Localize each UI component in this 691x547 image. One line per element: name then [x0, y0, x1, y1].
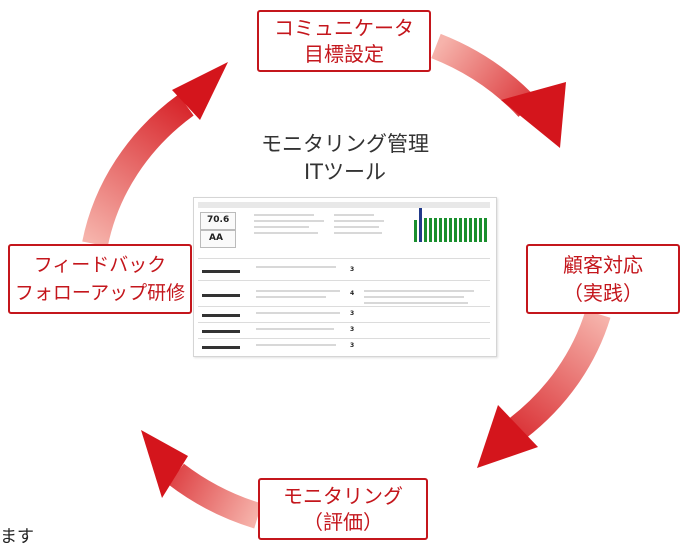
score-tile: 70.6 [200, 212, 236, 230]
row-label [202, 270, 240, 273]
arrow-left-top [82, 62, 228, 247]
mini-bar [419, 208, 422, 242]
row-label [202, 314, 240, 317]
stage-monitoring-line1: モニタリング [283, 484, 403, 508]
row-text [256, 312, 340, 314]
table-row [198, 280, 490, 281]
mini-bar [474, 218, 477, 242]
mini-bar [439, 218, 442, 242]
center-title-line2: ITツール [303, 160, 387, 184]
table-row [198, 258, 490, 259]
mini-bar [449, 218, 452, 242]
summary-line [254, 220, 324, 222]
row-text [256, 296, 326, 298]
row-text [364, 290, 474, 292]
mini-bar [454, 218, 457, 242]
row-score: 3 [350, 310, 355, 317]
table-row [198, 338, 490, 339]
mini-bar [429, 218, 432, 242]
summary-line [254, 232, 318, 234]
center-title-line1: モニタリング管理 [261, 132, 429, 156]
row-score: 3 [350, 342, 355, 349]
row-text [256, 328, 334, 330]
table-row [198, 306, 490, 307]
grade-tile: AA [200, 230, 236, 248]
row-score: 4 [350, 290, 355, 297]
summary-line [334, 232, 382, 234]
score-main: 70.6 [207, 215, 230, 225]
tool-header-bar [198, 202, 490, 208]
summary-line [254, 226, 309, 228]
mini-bar [464, 218, 467, 242]
mini-bar [484, 218, 487, 242]
row-label [202, 294, 240, 297]
center-title: モニタリング管理 ITツール [220, 130, 470, 186]
row-label [202, 330, 240, 333]
stage-customer-service: 顧客対応 （実践） [526, 244, 680, 314]
row-text [364, 296, 464, 298]
mini-bar [424, 218, 427, 242]
stage-customer-service-line2: （実践） [563, 281, 643, 305]
footer-text-fragment: ます [0, 527, 34, 547]
tool-screenshot: 70.6 AA 3 4 3 [193, 197, 497, 357]
arrow-right-bottom [477, 310, 611, 468]
mini-bar [459, 218, 462, 242]
summary-line [254, 214, 314, 216]
grade-value: AA [209, 233, 223, 243]
stage-goal-setting-line2: 目標設定 [304, 42, 384, 66]
stage-feedback-line2: フォローアップ研修 [14, 282, 186, 304]
summary-line [334, 220, 384, 222]
summary-line [334, 226, 379, 228]
arrow-top-right [431, 33, 566, 148]
summary-line [334, 214, 374, 216]
stage-goal-setting-line1: コミュニケータ [274, 16, 414, 40]
stage-monitoring-line2: （評価） [303, 510, 383, 534]
row-text [256, 266, 336, 268]
stage-goal-setting: コミュニケータ 目標設定 [257, 10, 431, 72]
mini-bar [469, 218, 472, 242]
mini-bar [479, 218, 482, 242]
row-text [364, 302, 468, 304]
table-row [198, 322, 490, 323]
mini-bar-chart [414, 208, 487, 242]
arrow-bottom-left [141, 430, 262, 529]
mini-bar [414, 220, 417, 242]
row-text [256, 344, 336, 346]
mini-bar [444, 218, 447, 242]
mini-bar [434, 218, 437, 242]
row-label [202, 346, 240, 349]
stage-monitoring: モニタリング （評価） [258, 478, 428, 540]
row-score: 3 [350, 326, 355, 333]
stage-customer-service-line1: 顧客対応 [563, 253, 643, 277]
stage-feedback: フィードバック フォローアップ研修 [8, 244, 192, 314]
stage-feedback-line1: フィードバック [33, 254, 167, 276]
row-text [256, 290, 340, 292]
row-score: 3 [350, 266, 355, 273]
